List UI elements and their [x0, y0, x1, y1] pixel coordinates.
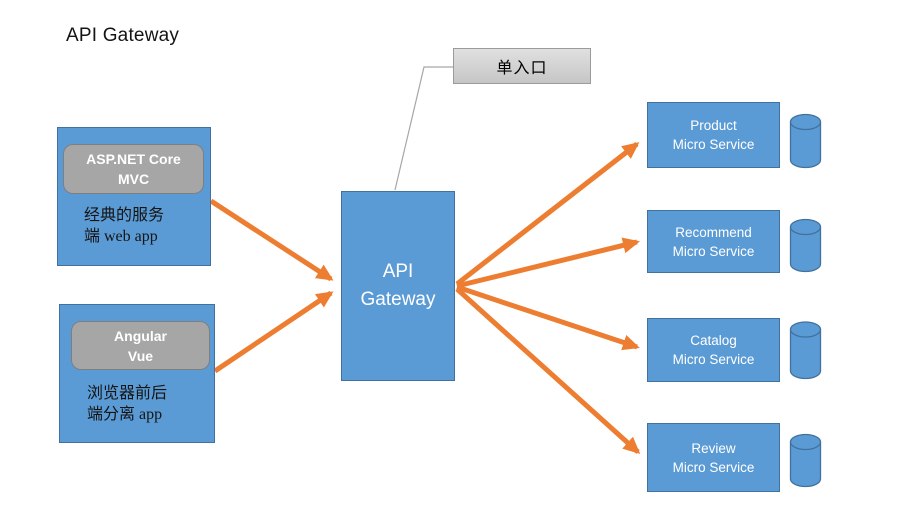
service-label-line2: Micro Service [672, 352, 755, 367]
aspnet-core-mvc-badge: ASP.NET Core MVC [63, 144, 204, 194]
service-label-line1: Review [691, 440, 736, 456]
client-spa-caption: 浏览器前后 端分离 app [87, 383, 167, 425]
angular-vue-badge: Angular Vue [71, 321, 210, 370]
arrow-webapp-to-gateway [209, 198, 334, 282]
database-cylinder-icon [789, 433, 822, 488]
arrow-gateway-to-review [455, 287, 641, 455]
service-label-line1: Catalog [690, 333, 737, 348]
service-label-line2: Micro Service [672, 243, 755, 259]
service-label-line2: Micro Service [672, 137, 755, 152]
badge-label-line1: Angular [114, 327, 167, 344]
callout-single-entry: 单入口 [453, 48, 591, 84]
service-label-line1: Recommend [675, 224, 752, 240]
badge-label-line2: Vue [127, 347, 154, 364]
client-spa-node: Angular Vue 浏览器前后 端分离 app [59, 304, 215, 443]
service-label-line1: Product [690, 118, 737, 133]
service-label-line2: Micro Service [672, 459, 755, 475]
caption-line1: 浏览器前后 [87, 385, 168, 402]
product-micro-service-node: Product Micro Service [647, 102, 780, 168]
caption-line1: 经典的服务 [84, 207, 165, 224]
database-cylinder-icon [789, 113, 822, 169]
caption-line2: 端 web app [84, 228, 158, 245]
gateway-label-line2: Gateway [360, 289, 436, 310]
arrow-spa-to-gateway [213, 290, 334, 374]
recommend-micro-service-node: Recommend Micro Service [647, 210, 780, 273]
database-cylinder-icon [789, 321, 822, 380]
callout-connector-line [394, 66, 453, 191]
catalog-micro-service-node: Catalog Micro Service [647, 318, 780, 382]
client-webapp-caption: 经典的服务 端 web app [84, 205, 164, 247]
badge-label-line1: ASP.NET Core [86, 151, 181, 167]
callout-label: 单入口 [496, 60, 548, 77]
api-gateway-node: API Gateway [341, 191, 455, 381]
arrow-gateway-to-recommend [456, 237, 640, 289]
client-webapp-node: ASP.NET Core MVC 经典的服务 端 web app [57, 127, 211, 266]
arrow-gateway-to-catalog [456, 284, 640, 351]
arrow-gateway-to-product [455, 142, 640, 286]
page-title: API Gateway [66, 25, 180, 46]
review-micro-service-node: Review Micro Service [647, 423, 780, 492]
caption-line2: 端分离 app [87, 406, 163, 423]
database-cylinder-icon [789, 218, 822, 273]
gateway-label-line1: API [382, 261, 414, 282]
badge-label-line2: MVC [117, 171, 150, 187]
